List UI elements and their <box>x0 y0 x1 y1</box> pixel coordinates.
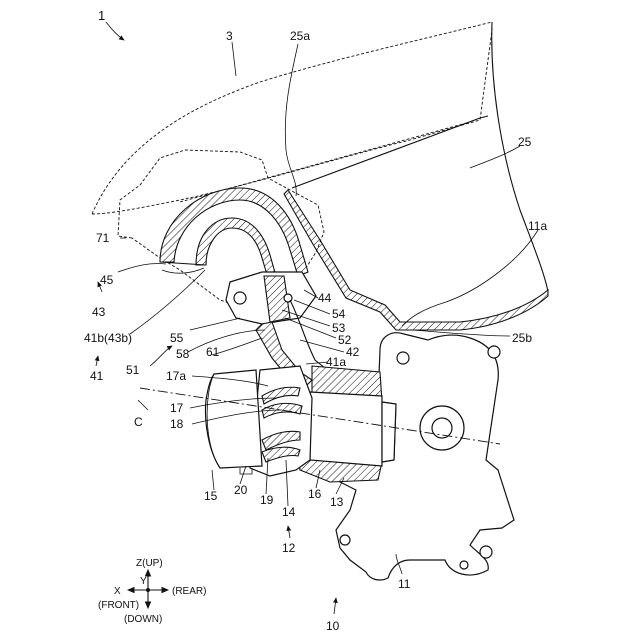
label-17: 17 <box>170 401 184 415</box>
axis-down: (DOWN) <box>124 614 162 625</box>
mount-hole-3 <box>340 535 350 545</box>
label-41: 41 <box>90 369 104 383</box>
label-25a: 25a <box>290 29 310 43</box>
label-41b: 41b(43b) <box>84 331 132 345</box>
label-17a: 17a <box>166 369 186 383</box>
label-19: 19 <box>260 493 274 507</box>
label-1: 1 <box>98 8 105 23</box>
label-14: 14 <box>282 505 296 519</box>
inner-duct <box>196 218 276 278</box>
label-C: C <box>134 415 143 429</box>
mount-hole-2 <box>488 346 500 358</box>
label-44: 44 <box>318 291 332 305</box>
label-10: 10 <box>326 619 340 633</box>
main-shaft-inner <box>432 418 452 438</box>
floor-panel <box>284 190 548 330</box>
turbo-core <box>310 392 382 466</box>
label-11: 11 <box>398 577 411 591</box>
y-axis-dot <box>146 588 150 592</box>
label-51: 51 <box>126 363 140 377</box>
label-45: 45 <box>100 273 114 287</box>
label-43: 43 <box>92 305 106 319</box>
axis-x: X <box>114 586 121 597</box>
turbo-flange <box>382 402 396 462</box>
rear-panel-upper <box>480 116 488 118</box>
label-61: 61 <box>206 345 220 359</box>
label-20: 20 <box>234 483 248 497</box>
label-55: 55 <box>170 331 184 345</box>
label-41a: 41a <box>326 355 346 369</box>
label-12: 12 <box>282 541 296 555</box>
label-3: 3 <box>226 29 233 43</box>
mount-hole-5 <box>460 561 468 569</box>
coordinate-axes: Z(UP) Y X (REAR) (FRONT) (DOWN) <box>98 558 206 625</box>
axis-front: (FRONT) <box>98 600 139 611</box>
axis-rear: (REAR) <box>172 586 206 597</box>
mount-hole-4 <box>480 546 492 558</box>
axis-z: Z(UP) <box>136 558 163 569</box>
label-16: 16 <box>308 487 322 501</box>
label-58: 58 <box>176 347 190 361</box>
label-18: 18 <box>170 417 184 431</box>
label-54: 54 <box>332 307 346 321</box>
label-25: 25 <box>518 135 532 149</box>
label-13: 13 <box>330 495 344 509</box>
label-11a: 11a <box>528 219 547 233</box>
rear-panel-top-edge <box>292 118 480 188</box>
motor-step <box>240 468 252 474</box>
label-15: 15 <box>204 489 218 503</box>
rear-panel <box>492 22 548 292</box>
axis-y: Y <box>140 576 147 587</box>
mount-hole-1 <box>397 352 409 364</box>
hood-outline <box>92 22 492 214</box>
fastener-55 <box>234 292 246 304</box>
label-42: 42 <box>346 345 360 359</box>
label-25b: 25b <box>512 331 532 345</box>
label-71: 71 <box>96 231 110 245</box>
